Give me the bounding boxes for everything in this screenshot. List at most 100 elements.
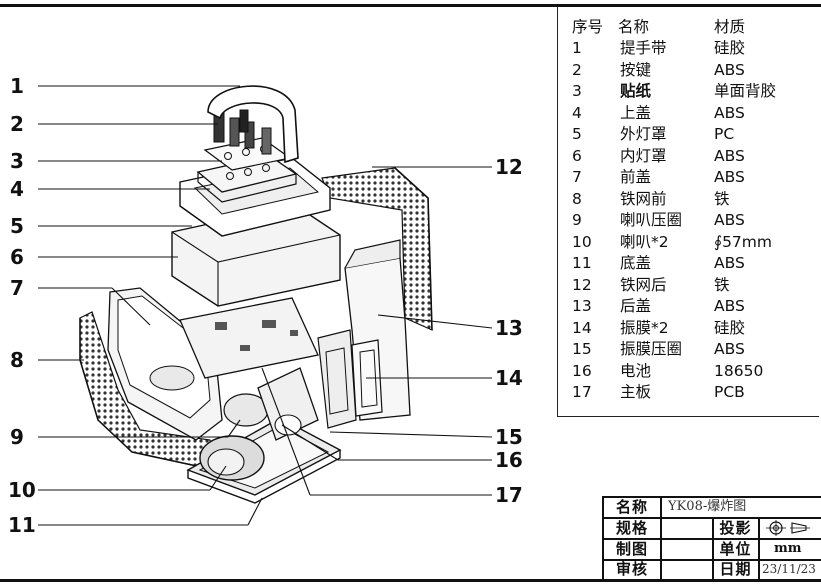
parts-row: 6 内灯罩 ABS xyxy=(572,146,812,168)
part-buttons xyxy=(213,109,272,155)
part-material: ABS xyxy=(714,211,745,229)
parts-row: 9 喇叭压圈 ABS xyxy=(572,210,812,232)
part-name: 铁网前 xyxy=(620,189,667,208)
part-material: ABS xyxy=(714,254,745,272)
callout-12: 12 xyxy=(495,155,523,179)
part-no: 9 xyxy=(572,211,582,229)
part-material: 单面背胶 xyxy=(714,82,777,100)
tb-drawn-label: 制图 xyxy=(615,540,648,558)
callout-4: 4 xyxy=(10,177,24,201)
part-no: 5 xyxy=(572,125,582,143)
part-no: 3 xyxy=(572,82,582,100)
part-handle-strap xyxy=(207,85,299,164)
tb-review-label: 审核 xyxy=(615,560,648,578)
tb-name-value: YK08-爆炸图 xyxy=(668,499,747,514)
tb-unit-value: mm xyxy=(774,541,802,556)
part-material: ABS xyxy=(714,146,745,165)
header-material: 材质 xyxy=(714,18,746,36)
part-name: 后盖 xyxy=(620,297,652,315)
part-battery xyxy=(257,367,319,441)
part-material: ABS xyxy=(714,60,745,79)
tb-unit-label: 单位 xyxy=(719,540,752,558)
tb-line xyxy=(602,517,821,519)
part-material: 18650 xyxy=(714,361,764,380)
part-material: ∮57mm xyxy=(714,232,772,251)
part-no: 6 xyxy=(572,146,582,165)
tb-line xyxy=(758,517,760,579)
part-back-mesh xyxy=(321,167,433,331)
part-material: PCB xyxy=(714,383,745,401)
part-material: 铁 xyxy=(714,275,730,294)
part-name: 振膜压圈 xyxy=(620,340,683,358)
part-material: 硅胶 xyxy=(714,318,746,337)
tb-line xyxy=(602,496,604,579)
part-no: 16 xyxy=(572,361,592,380)
part-no: 15 xyxy=(572,340,592,358)
title-block: 名称 YK08-爆炸图 规格 投影 制图 单位 mm 审核 日期 23/11/2… xyxy=(602,496,821,579)
part-material: ABS xyxy=(714,103,745,122)
callout-13: 13 xyxy=(495,316,523,340)
tb-projection-label: 投影 xyxy=(719,519,752,537)
callout-2: 2 xyxy=(10,112,24,136)
tb-line xyxy=(660,496,662,579)
parts-row: 12 铁网后 铁 xyxy=(572,275,812,297)
part-no: 10 xyxy=(572,232,592,251)
header-no: 序号 xyxy=(572,18,604,36)
tb-line xyxy=(602,559,821,561)
part-material: PC xyxy=(714,125,735,143)
part-material: ABS xyxy=(714,168,745,186)
parts-row: 8 铁网前 铁 xyxy=(572,189,812,211)
parts-row: 1 提手带 硅胶 xyxy=(572,38,812,60)
callout-16: 16 xyxy=(495,448,523,472)
callout-1: 1 xyxy=(10,74,24,98)
callout-6: 6 xyxy=(10,245,24,269)
callouts-left: 1 2 3 4 5 6 7 8 9 10 11 xyxy=(8,74,36,537)
part-name: 按键 xyxy=(620,60,652,79)
part-speaker xyxy=(199,393,269,481)
callout-7: 7 xyxy=(10,276,24,300)
part-name: 喇叭*2 xyxy=(620,232,669,251)
part-material: ABS xyxy=(714,297,745,315)
part-name: 前盖 xyxy=(620,168,652,186)
tb-line xyxy=(602,496,821,498)
callout-5: 5 xyxy=(10,214,24,238)
part-diaphragm xyxy=(317,329,383,429)
part-material: 铁 xyxy=(714,189,730,208)
callout-9: 9 xyxy=(10,425,24,449)
projection-symbol-icon xyxy=(766,520,810,536)
tb-date-label: 日期 xyxy=(719,560,752,578)
callouts-right: 12 13 14 15 16 17 xyxy=(495,155,523,507)
parts-row: 7 前盖 ABS xyxy=(572,167,812,189)
callout-17: 17 xyxy=(495,483,523,507)
part-no: 1 xyxy=(572,39,582,57)
part-no: 4 xyxy=(572,103,582,122)
tb-date-value: 23/11/23 xyxy=(762,562,816,576)
part-name: 提手带 xyxy=(620,39,667,57)
part-name: 铁网后 xyxy=(620,275,667,294)
tb-name-label: 名称 xyxy=(615,498,648,516)
part-no: 7 xyxy=(572,168,582,186)
part-no: 12 xyxy=(572,275,592,294)
part-material: 硅胶 xyxy=(714,39,746,57)
part-front-cover xyxy=(107,287,223,441)
part-no: 8 xyxy=(572,189,582,208)
parts-row: 16 电池 18650 xyxy=(572,361,812,383)
part-name: 电池 xyxy=(620,361,652,380)
part-name: 内灯罩 xyxy=(620,146,667,165)
parts-list-header: 序号 名称 材质 xyxy=(572,17,812,39)
header-name: 名称 xyxy=(618,18,650,36)
tb-spec-label: 规格 xyxy=(615,519,648,537)
part-no: 17 xyxy=(572,383,592,401)
part-name: 喇叭压圈 xyxy=(620,211,683,229)
callout-3: 3 xyxy=(10,149,24,173)
frame-top-line xyxy=(0,4,821,7)
